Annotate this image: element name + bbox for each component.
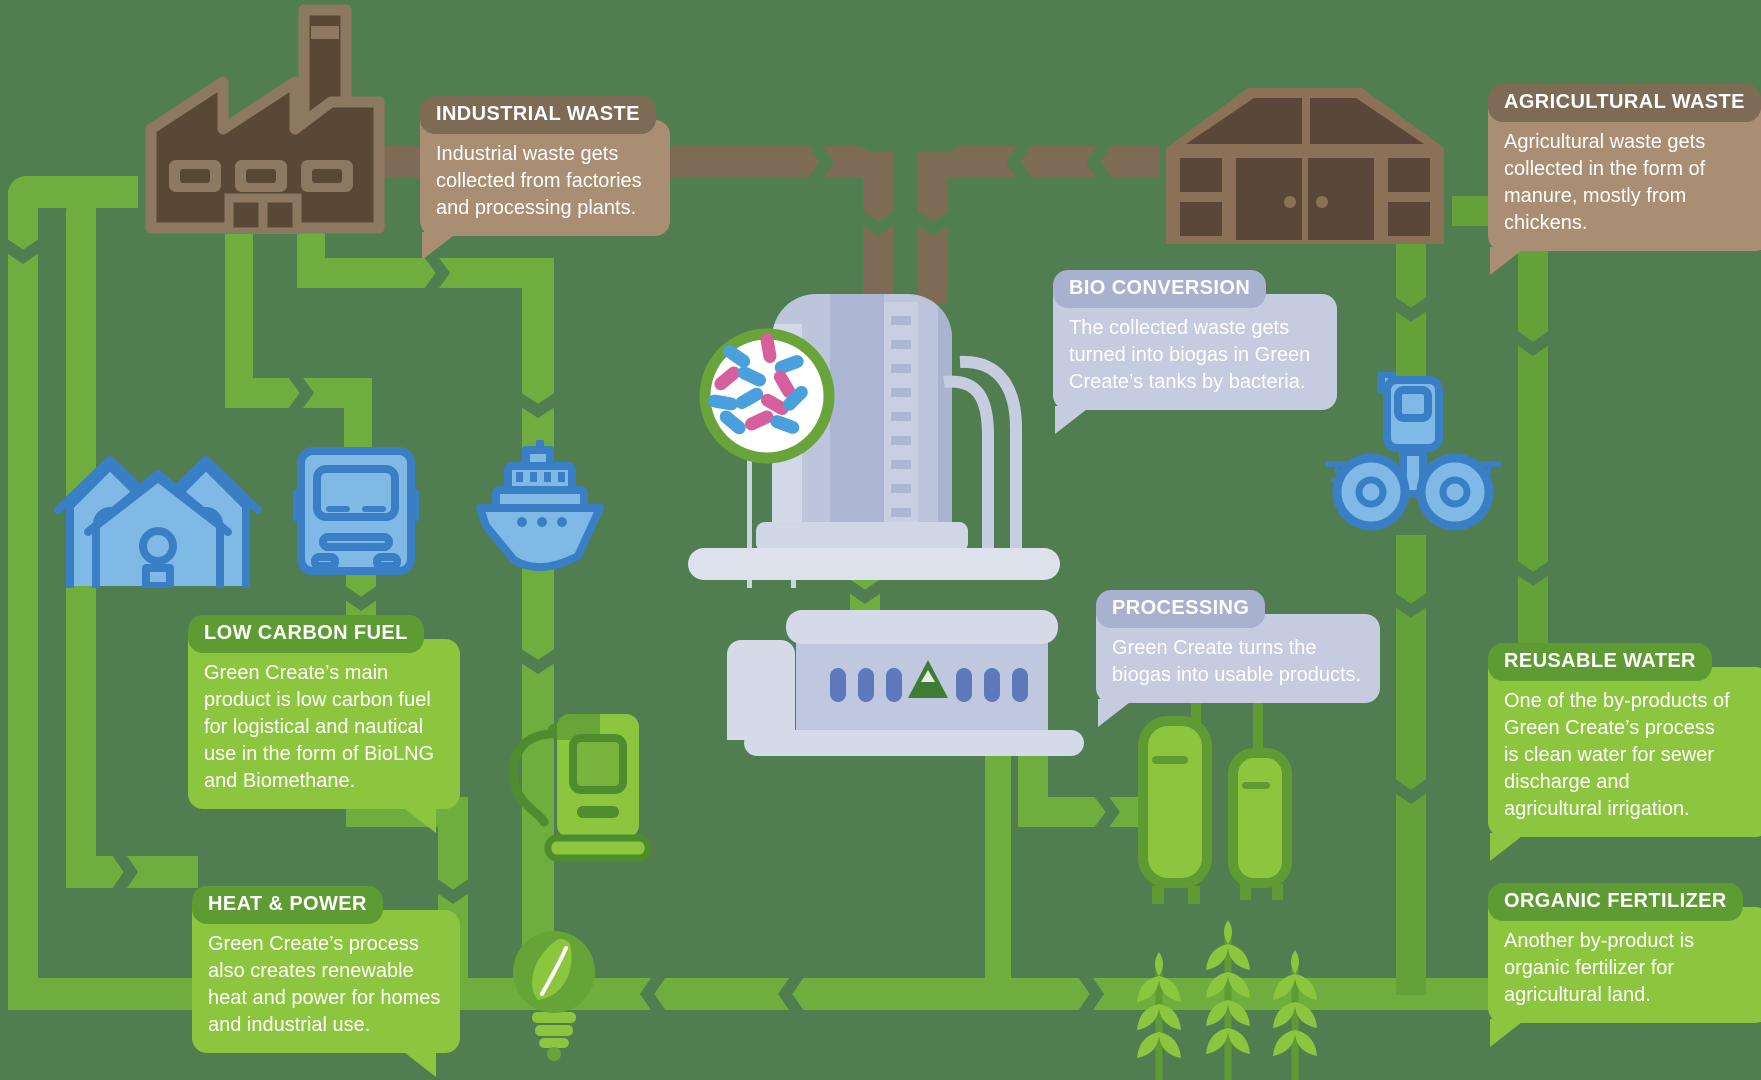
callout-title: LOW CARBON FUEL <box>188 615 424 653</box>
callout-title: REUSABLE WATER <box>1488 643 1712 681</box>
pipe-segment <box>8 190 38 996</box>
pipe-segment <box>1018 797 1146 827</box>
callout-heat-power: HEAT & POWER Green Create’s process also… <box>192 886 460 1077</box>
pipe-segment <box>297 258 554 288</box>
callout-body: Green Create’s main product is low carbo… <box>188 639 460 809</box>
callout-body: Another by-product is organic fertilizer… <box>1488 907 1761 1023</box>
ship-icon <box>474 438 606 585</box>
callout-body: Agricultural waste gets collected in the… <box>1488 108 1761 251</box>
callout-industrial-waste: INDUSTRIAL WASTE Industrial waste gets c… <box>420 96 670 260</box>
callout-reusable-water: REUSABLE WATER One of the by-products of… <box>1488 643 1761 861</box>
truck-icon <box>289 445 423 582</box>
callout-title: BIO CONVERSION <box>1053 270 1267 308</box>
callout-body: Industrial waste gets collected from fac… <box>420 120 670 236</box>
callout-organic-fertilizer: ORGANIC FERTILIZER Another by-product is… <box>1488 883 1761 1047</box>
callout-title: INDUSTRIAL WASTE <box>420 96 656 134</box>
callout-tail <box>1098 699 1134 727</box>
fuel-pump-icon <box>470 700 652 870</box>
pipe-segment <box>344 378 372 454</box>
callout-tail <box>422 232 458 260</box>
callout-bio-conversion: BIO CONVERSION The collected waste gets … <box>1053 270 1337 434</box>
callout-body: Green Create’s process also creates rene… <box>192 910 460 1053</box>
factory-icon <box>133 2 395 239</box>
tractor-icon <box>1324 370 1502 552</box>
callout-title: ORGANIC FERTILIZER <box>1488 883 1743 921</box>
callout-title: HEAT & POWER <box>192 886 383 924</box>
callout-agricultural-waste: AGRICULTURAL WASTE Agricultural waste ge… <box>1488 84 1761 275</box>
callout-low-carbon-fuel: LOW CARBON FUEL Green Create’s main prod… <box>188 615 460 833</box>
callout-body: The collected waste gets turned into bio… <box>1053 294 1337 410</box>
bacteria-icon <box>697 326 837 471</box>
wheat-icon <box>1133 918 1323 1080</box>
callout-tail <box>1490 1019 1526 1047</box>
callout-processing: PROCESSING Green Create turns the biogas… <box>1096 590 1380 727</box>
callout-title: PROCESSING <box>1096 590 1266 628</box>
pipe-segment <box>522 258 554 983</box>
pipe-segment <box>985 742 1011 992</box>
callout-tail <box>1055 406 1091 434</box>
callout-body: Green Create turns the biogas into usabl… <box>1096 614 1380 703</box>
pipe-segment <box>946 146 1160 178</box>
barn-icon <box>1152 70 1458 253</box>
callout-tail <box>400 1049 436 1077</box>
callout-tail <box>1490 833 1526 861</box>
leaf-bulb-icon <box>510 928 598 1068</box>
callout-title: AGRICULTURAL WASTE <box>1488 84 1761 122</box>
houses-icon <box>52 440 264 593</box>
callout-body: One of the by-products of Green Create’s… <box>1488 667 1761 837</box>
